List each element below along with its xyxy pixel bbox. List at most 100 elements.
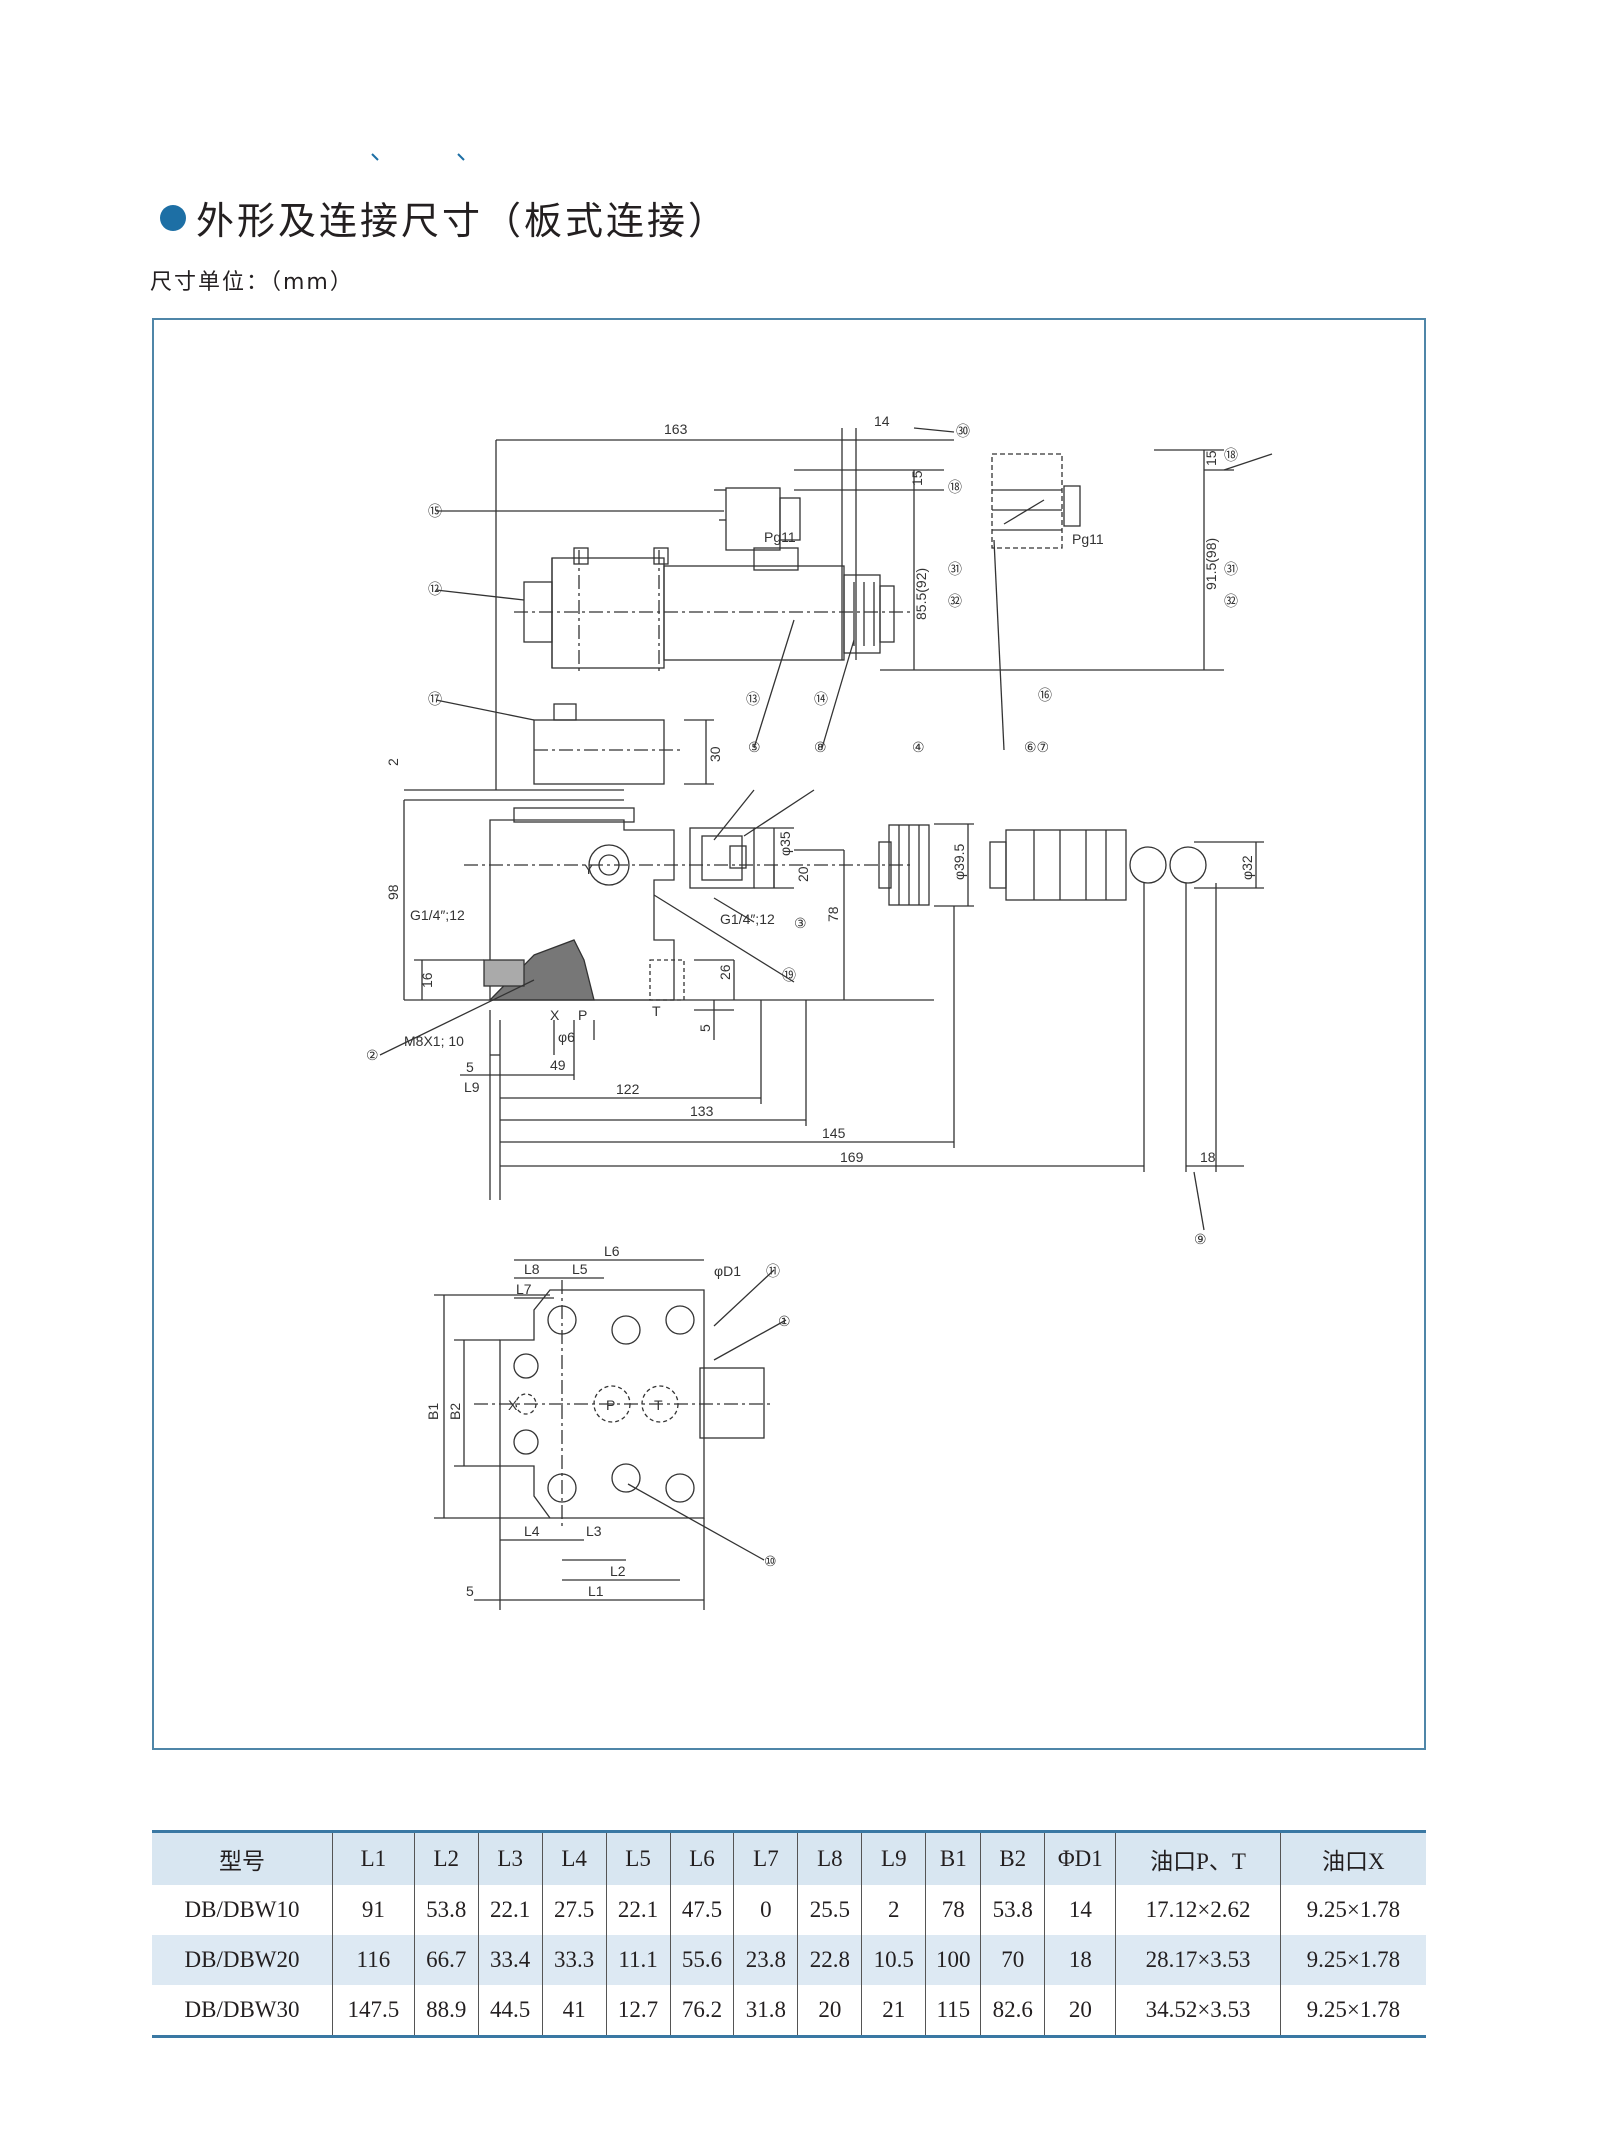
- port-t-bottom: T: [654, 1397, 663, 1413]
- dim-5-bottom: 5: [466, 1583, 474, 1599]
- cell: 53.8: [980, 1885, 1045, 1935]
- cell: 33.3: [541, 1935, 607, 1985]
- dim-98: 98: [385, 884, 401, 900]
- dim-l3: L3: [586, 1523, 602, 1539]
- cell: 23.8: [733, 1935, 798, 1985]
- dim-133: 133: [690, 1103, 714, 1119]
- dim-145: 145: [822, 1125, 846, 1141]
- callout-1: ①: [778, 1313, 791, 1329]
- cell: 22.1: [477, 1885, 543, 1935]
- callout-8: ⑧: [814, 739, 827, 755]
- callout-12: ⑫: [428, 581, 442, 597]
- table-row: DB/DBW20 116 66.7 33.4 33.3 11.1 55.6 23…: [152, 1935, 1426, 1985]
- adjuster-6-7: [1005, 829, 1127, 901]
- cell: 28.17×3.53: [1115, 1935, 1281, 1985]
- cell: 82.6: [980, 1985, 1045, 2037]
- table-row: DB/DBW30 147.5 88.9 44.5 41 12.7 76.2 31…: [152, 1985, 1426, 2037]
- dim-l5: L5: [572, 1261, 588, 1277]
- callout-9: ⑨: [1194, 1231, 1207, 1247]
- callout-14: ⑭: [814, 691, 828, 707]
- cell: 91: [332, 1885, 415, 1935]
- dim-l9: L9: [464, 1079, 480, 1095]
- dim-169: 169: [840, 1149, 864, 1165]
- cell-model: DB/DBW20: [184, 1947, 300, 1972]
- table-header-row: 型号 L1 L2 L3 L4 L5 L6 L7 L8 L9 B1 B2 ΦD1 …: [152, 1831, 1426, 1885]
- cell: 55.6: [669, 1935, 734, 1985]
- callout-32-b: ㉜: [1224, 593, 1238, 609]
- cell: 0: [733, 1885, 798, 1935]
- label-g14-left: G1/4″;12: [410, 907, 465, 923]
- dim-b2: B2: [447, 1403, 463, 1420]
- cell: 18: [1044, 1935, 1116, 1985]
- col-b1: B1: [925, 1831, 981, 1885]
- label-pg11-b: Pg11: [1072, 531, 1104, 547]
- label-g14-right: G1/4″;12: [720, 911, 775, 927]
- dim-l1: L1: [588, 1583, 604, 1599]
- label-port-p: P: [578, 1007, 587, 1023]
- dim-20: 20: [795, 866, 811, 882]
- bullet-icon: [160, 204, 186, 231]
- callout-16: ⑯: [1038, 687, 1052, 703]
- cell-model: DB/DBW30: [184, 1997, 300, 2022]
- callout-11: ⑪: [766, 1263, 780, 1279]
- dim-16: 16: [419, 972, 435, 988]
- cell: 41: [541, 1985, 607, 2037]
- dim-phi6: φ6: [558, 1029, 575, 1045]
- callout-19: ⑲: [782, 967, 796, 983]
- table-row: DB/DBW10 91 53.8 22.1 27.5 22.1 47.5 0 2…: [152, 1885, 1426, 1935]
- cell: 20: [797, 1985, 862, 2037]
- col-l7: L7: [733, 1831, 798, 1885]
- col-l1: L1: [332, 1831, 415, 1885]
- cell: 76.2: [669, 1985, 734, 2037]
- callout-5: ⑤: [748, 739, 761, 755]
- cell: 70: [980, 1935, 1045, 1985]
- callout-31-a: ㉛: [948, 561, 962, 577]
- cell: 33.4: [477, 1935, 543, 1985]
- dim-l7: L7: [516, 1281, 532, 1297]
- col-model: 型号: [219, 1849, 265, 1874]
- dim-26: 26: [717, 964, 733, 980]
- dim-14: 14: [874, 413, 890, 429]
- cell: 34.52×3.53: [1115, 1985, 1281, 2037]
- cell: 22.8: [797, 1935, 862, 1985]
- callout-10: ⑩: [764, 1553, 777, 1569]
- dim-78: 78: [825, 906, 841, 922]
- cell: 17.12×2.62: [1115, 1885, 1281, 1935]
- callout-6-7: ⑥⑦: [1024, 739, 1049, 755]
- dim-18: 18: [1200, 1149, 1216, 1165]
- dimension-table: 型号 L1 L2 L3 L4 L5 L6 L7 L8 L9 B1 B2 ΦD1 …: [152, 1830, 1426, 2038]
- cell: 116: [332, 1935, 415, 1985]
- cell: 115: [925, 1985, 981, 2037]
- dim-phi35: φ35: [777, 831, 793, 856]
- callout-30: ㉚: [956, 423, 970, 439]
- unit-note: 尺寸单位：（mm）: [150, 270, 354, 295]
- cell-model: DB/DBW10: [184, 1897, 300, 1922]
- port-p-bottom: P: [606, 1397, 615, 1413]
- cell: 20: [1044, 1985, 1116, 2037]
- dim-30: 30: [707, 746, 723, 762]
- callout-31-b: ㉛: [1224, 561, 1238, 577]
- cell: 11.1: [605, 1935, 671, 1985]
- dim-l2: L2: [610, 1563, 626, 1579]
- cell: 100: [925, 1935, 981, 1985]
- dim-2: 2: [385, 758, 401, 766]
- cell: 78: [925, 1885, 981, 1935]
- callout-18-a: ⑱: [948, 479, 962, 495]
- callout-32-a: ㉜: [948, 593, 962, 609]
- cell: 2: [861, 1885, 926, 1935]
- dim-85-5: 85.5(92): [913, 568, 929, 620]
- callout-3: ③: [794, 915, 807, 931]
- cell: 31.8: [733, 1985, 798, 2037]
- dim-phi32: φ32: [1239, 855, 1255, 880]
- col-port-pt: 油口P、T: [1115, 1831, 1281, 1885]
- label-m8x1: M8X1; 10: [404, 1033, 464, 1049]
- cell: 53.8: [413, 1885, 479, 1935]
- dim-5-v: 5: [697, 1024, 713, 1032]
- col-l4: L4: [541, 1831, 607, 1885]
- cell: 14: [1044, 1885, 1116, 1935]
- section-title: 外形及连接尺寸（板式连接）: [160, 190, 729, 245]
- dim-l4: L4: [524, 1523, 540, 1539]
- decorative-ticks: [371, 153, 465, 161]
- col-b2: B2: [980, 1831, 1045, 1885]
- label-port-y: Y: [584, 861, 594, 877]
